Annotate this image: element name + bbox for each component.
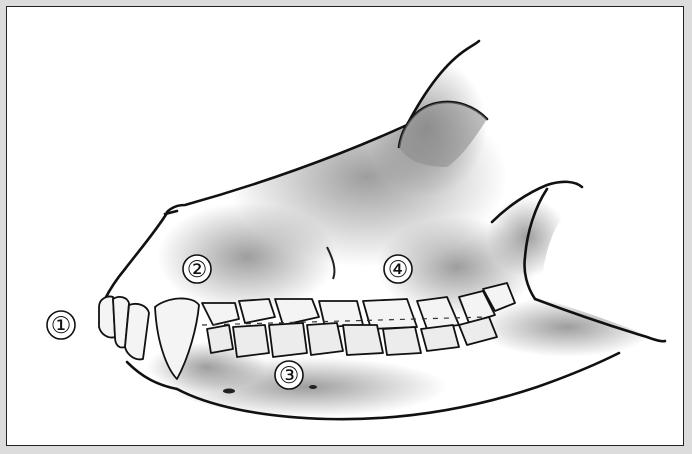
label-4: ④ xyxy=(384,255,412,283)
figure-frame: ① ② ③ ④ xyxy=(6,6,684,446)
label-3-text: ③ xyxy=(279,363,300,389)
skull-shading xyxy=(147,57,657,417)
dog-skull-diagram: ① ② ③ ④ xyxy=(7,7,684,446)
label-1-text: ① xyxy=(51,313,72,339)
label-3: ③ xyxy=(275,361,303,389)
label-4-text: ④ xyxy=(388,257,409,283)
label-2: ② xyxy=(183,255,211,283)
label-2-text: ② xyxy=(187,257,208,283)
label-1: ① xyxy=(47,311,75,339)
